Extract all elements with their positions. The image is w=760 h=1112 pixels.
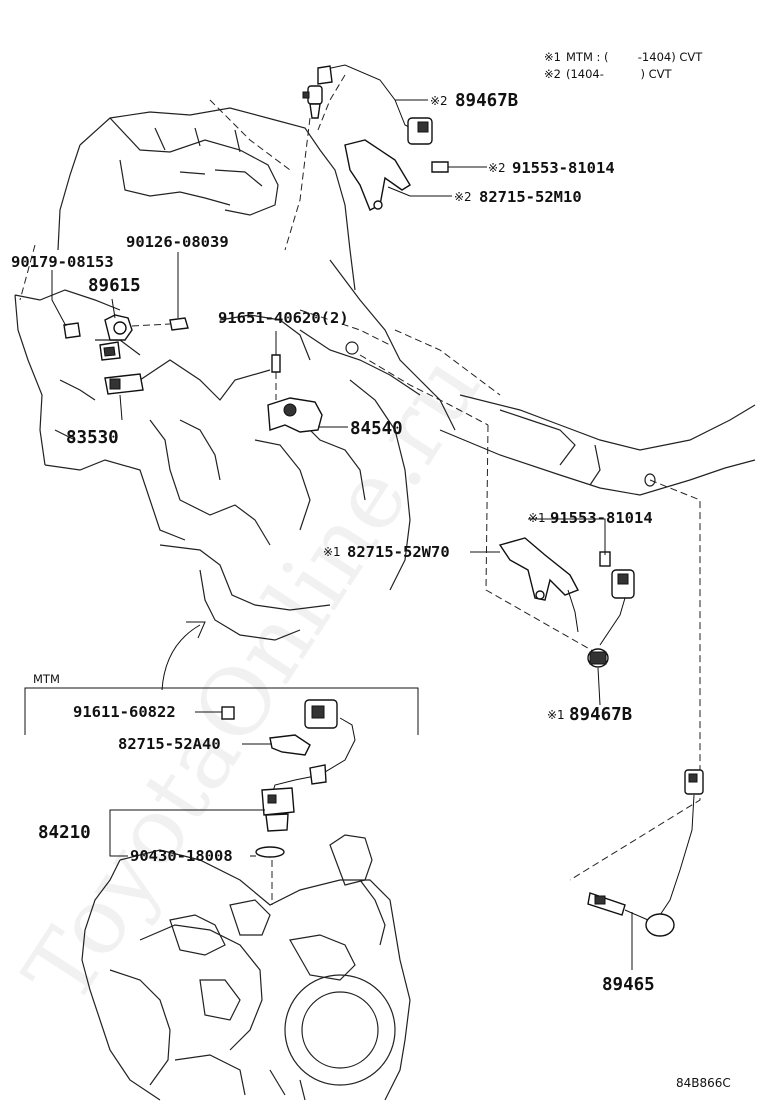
diagram-code: 84B866C (676, 1076, 731, 1090)
leader-lines (51, 99, 633, 970)
part-91553-mid-mark: ※1 (528, 511, 546, 525)
part-91553-top-number[interactable]: 91553-81014 (512, 159, 615, 177)
part-82715-52w70-mark: ※1 (323, 545, 341, 559)
part-89615-number[interactable]: 89615 (88, 276, 141, 296)
knock-sensor-assembly[interactable] (63, 314, 189, 395)
engine-drawing (14, 74, 756, 881)
part-84540-number[interactable]: 84540 (350, 419, 403, 439)
part-91553-mid-number[interactable]: 91553-81014 (550, 509, 653, 527)
part-91611-number[interactable]: 91611-60822 (73, 703, 176, 721)
direction-arrow-head (186, 621, 206, 639)
direction-arrow (161, 624, 201, 691)
part-82715-52a40-number[interactable]: 82715-52A40 (118, 735, 221, 753)
note-2-text: (1404- ) CVT (566, 67, 672, 81)
part-89467b-mid-number[interactable]: 89467B (569, 705, 632, 725)
part-91651-number[interactable]: 91651-40620(2) (218, 309, 349, 327)
part-84210-number[interactable]: 84210 (38, 823, 91, 843)
part-90126-number[interactable]: 90126-08039 (126, 233, 229, 251)
part-89465-number[interactable]: 89465 (602, 975, 655, 995)
part-82715-52m10-number[interactable]: 82715-52M10 (479, 188, 582, 206)
neutral-switch-84540[interactable] (267, 354, 323, 433)
note-1-text: MTM : ( -1404) CVT (566, 50, 703, 64)
upper-oxygen-sensor-assembly[interactable] (284, 64, 449, 251)
part-90179-number[interactable]: 90179-08153 (11, 253, 114, 271)
mtm-section-frame (24, 687, 419, 735)
part-89467b-top-number[interactable]: 89467B (455, 91, 518, 111)
mtm-section-label: MTM (33, 672, 60, 686)
mtm-speed-sensor-assembly[interactable] (221, 699, 356, 905)
part-90430-number[interactable]: 90430-18008 (130, 847, 233, 865)
part-91553-top-mark: ※2 (488, 161, 506, 175)
note-2-mark: ※2 (544, 67, 561, 81)
transmission-drawing (81, 834, 411, 1101)
rear-oxygen-sensor-89465[interactable] (587, 769, 704, 937)
part-82715-52w70-number[interactable]: 82715-52W70 (347, 543, 450, 561)
part-82715-52m10-mark: ※2 (454, 190, 472, 204)
note-1-mark: ※1 (544, 50, 561, 64)
part-83530-number[interactable]: 83530 (66, 428, 119, 448)
lower-oxygen-sensor-assembly[interactable] (498, 537, 635, 668)
part-89467b-top-mark: ※2 (430, 94, 448, 108)
part-89467b-mid-mark: ※1 (547, 708, 565, 722)
